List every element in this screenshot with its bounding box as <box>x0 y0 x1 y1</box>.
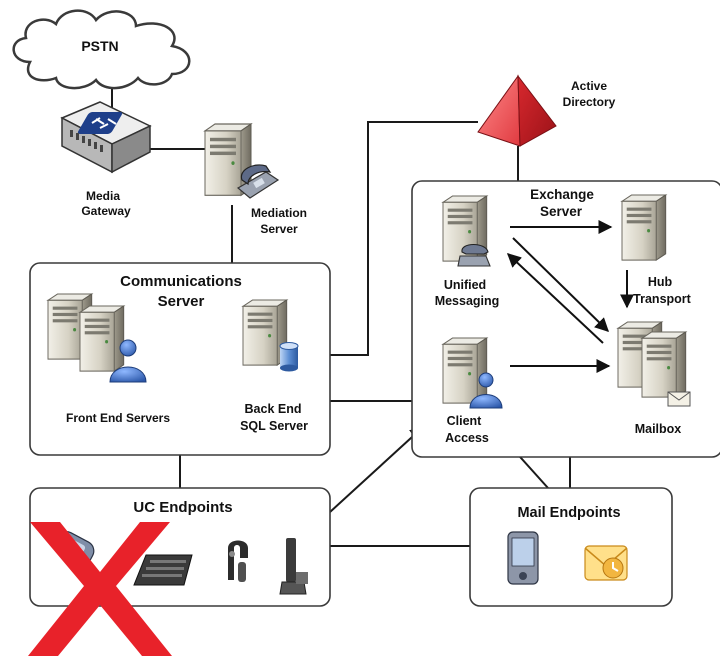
communications-server-title-1: Communications <box>120 273 242 290</box>
active-directory-label-2: Directory <box>563 95 616 109</box>
server-icon <box>621 194 667 261</box>
media-gateway-label-2: Gateway <box>81 204 131 218</box>
uc-endpoints-title: UC Endpoints <box>133 499 232 516</box>
phone-icon <box>457 243 491 267</box>
front-end-servers-label: Front End Servers <box>66 411 170 425</box>
headset-icon <box>228 540 248 582</box>
person-icon <box>469 372 503 409</box>
active-directory-label-1: Active <box>571 79 607 93</box>
cross-icon <box>28 522 172 656</box>
pstn-label: PSTN <box>81 38 118 54</box>
mediation-server-label-1: Mediation <box>251 206 307 220</box>
exchange-arrows <box>506 220 634 373</box>
mail-endpoints-title: Mail Endpoints <box>517 505 620 521</box>
exchange-server-title-1: Exchange <box>530 187 594 202</box>
communications-server-title-2: Server <box>158 293 205 310</box>
phone-icon <box>236 164 280 199</box>
link-comms-ad <box>330 121 478 356</box>
back-end-sql-label-1: Back End <box>245 402 302 416</box>
hub-transport-label-1: Hub <box>648 275 673 289</box>
envelope-icon <box>667 391 691 407</box>
person-icon <box>109 339 147 383</box>
unified-messaging-label-2: Messaging <box>435 294 500 308</box>
media-gateway-label-1: Media <box>86 189 120 203</box>
arrow-um-mailbox <box>512 237 610 332</box>
unified-messaging-label-1: Unified <box>444 278 486 292</box>
desk-phone-icon <box>279 538 308 595</box>
hub-transport-label-2: Transport <box>633 292 691 306</box>
mediation-server-label-2: Server <box>260 222 298 236</box>
arrow-mailbox-um <box>506 253 604 344</box>
server-icon <box>442 337 488 404</box>
router-icon <box>60 101 152 174</box>
client-access-label-1: Client <box>447 414 483 428</box>
keyboard-icon <box>133 554 193 586</box>
outlook-icon <box>584 545 628 581</box>
server-icon <box>641 331 687 398</box>
exchange-server-title-2: Server <box>540 204 583 219</box>
back-end-sql-label-2: SQL Server <box>240 419 308 433</box>
link-uc-clientaccess <box>329 426 425 513</box>
server-icon <box>79 305 125 372</box>
database-icon <box>279 342 299 372</box>
pyramid-icon <box>477 74 557 147</box>
client-access-label-2: Access <box>445 431 489 445</box>
pda-icon <box>507 531 539 585</box>
cloud-icon <box>12 9 191 90</box>
mailbox-label: Mailbox <box>635 422 682 436</box>
